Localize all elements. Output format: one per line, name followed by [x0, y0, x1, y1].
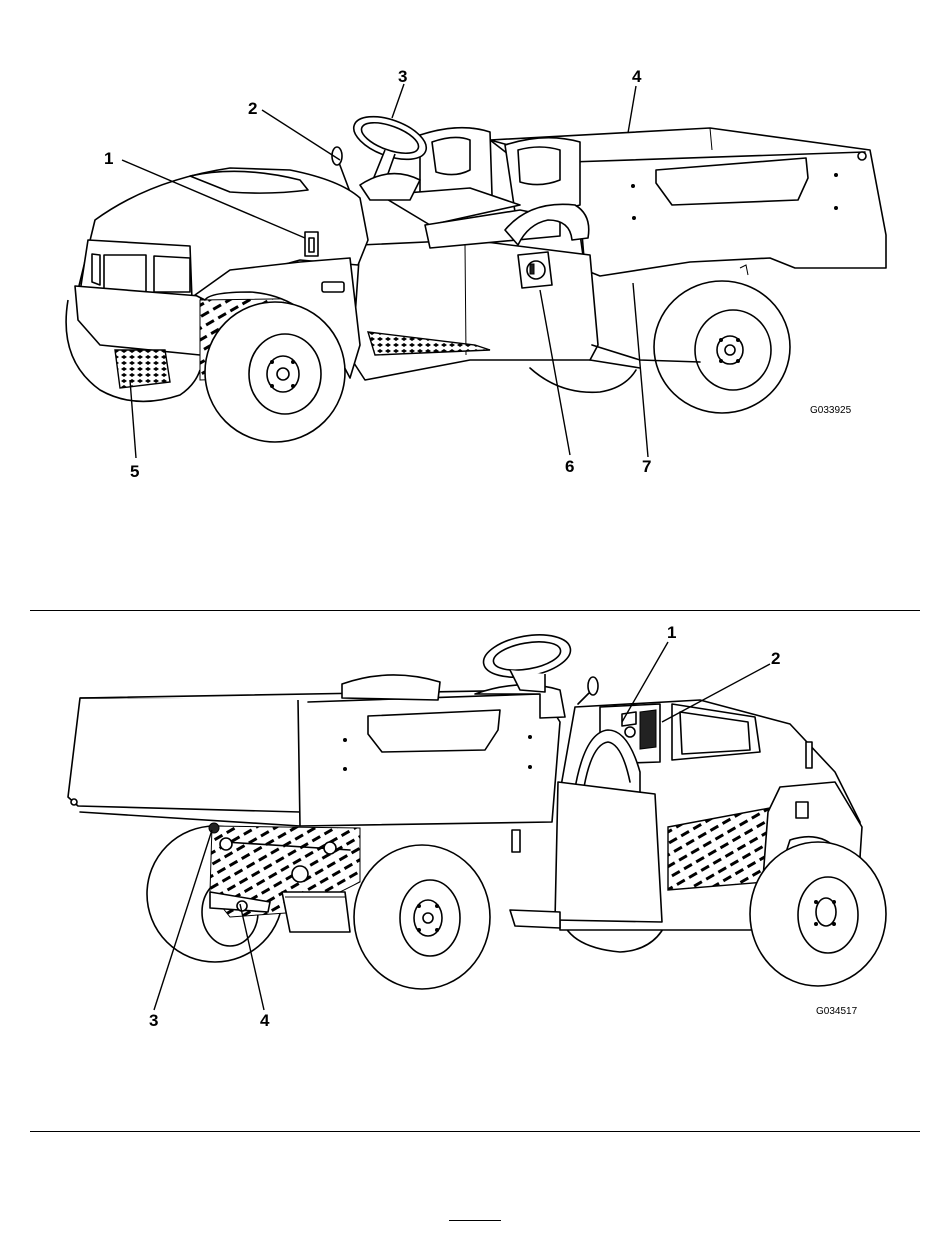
ignition-key: [518, 252, 552, 288]
section-divider: [30, 610, 920, 611]
rear-left-wheel: [654, 281, 790, 413]
front-right-wheel: [750, 842, 886, 986]
callout-2: 2: [248, 99, 257, 118]
callout-2: 2: [771, 649, 780, 668]
vehicle-front-left-illustration: 1 2 3 4 5 6 7 G033925: [0, 0, 950, 610]
figure-vehicle-front-left: 1 2 3 4 5 6 7 G033925: [0, 0, 950, 610]
figure-id: G034517: [816, 1006, 858, 1017]
callout-5: 5: [130, 462, 139, 481]
skid-plate: [115, 350, 170, 388]
callout-1: 1: [104, 149, 113, 168]
page-footer-rule: [449, 1220, 501, 1221]
figure-id: G033925: [810, 405, 852, 416]
section-divider: [30, 1131, 920, 1132]
callout-4: 4: [260, 1011, 270, 1030]
front-left-wheel: [205, 302, 345, 442]
callout-7: 7: [642, 457, 651, 476]
callout-3: 3: [398, 67, 407, 86]
figure-vehicle-rear-right: 1 2 3 4 G034517: [0, 612, 950, 1132]
callout-6: 6: [565, 457, 574, 476]
callout-4: 4: [632, 67, 642, 86]
side-door: [555, 782, 662, 922]
dash-panel: [640, 710, 656, 749]
rear-right-wheel: [354, 845, 490, 989]
callout-3: 3: [149, 1011, 158, 1030]
undercarriage: [209, 823, 360, 932]
callout-1: 1: [667, 623, 676, 642]
vehicle-rear-right-illustration: 1 2 3 4 G034517: [0, 612, 950, 1132]
